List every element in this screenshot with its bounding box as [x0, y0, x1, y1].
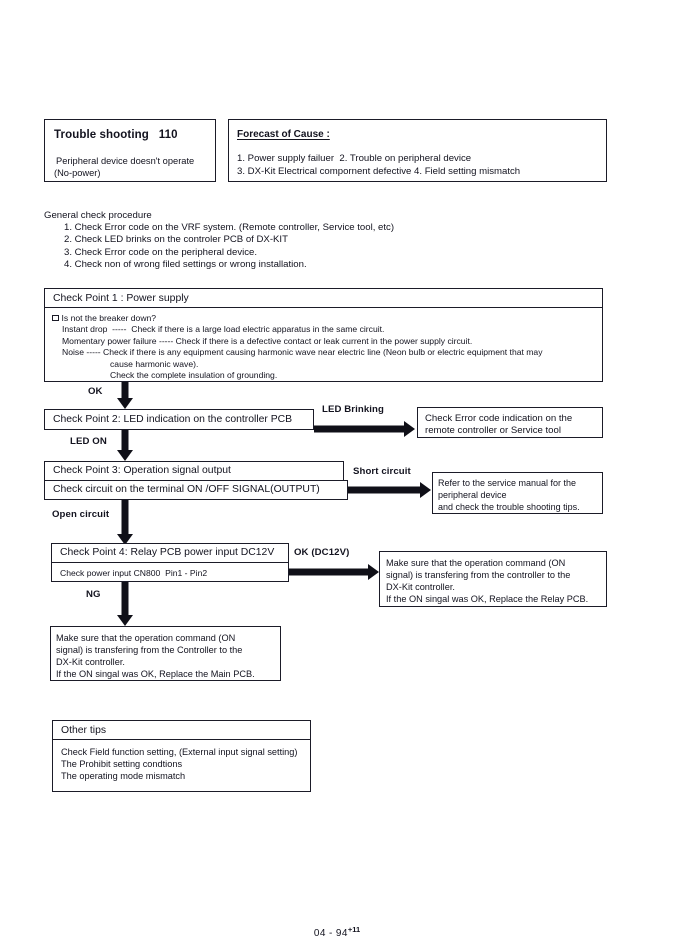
branch-4-line3: DX-Kit controller.: [386, 582, 455, 592]
arrow-label-ng: NG: [86, 589, 101, 600]
ng-result-line1: Make sure that the operation command (ON: [56, 633, 236, 643]
general-check-item-2: 2. Check LED brinks on the controler PCB…: [64, 234, 288, 246]
arrow-led-brinking-right: [314, 419, 415, 439]
other-tips-box: Other tips Check Field function setting,…: [52, 720, 311, 792]
breaker-check-item: Is not the breaker down?: [52, 313, 543, 324]
forecast-cause-line1: 1. Power supply failuer 2. Trouble on pe…: [237, 153, 472, 164]
branch-2-result-box: Check Error code indication on the remot…: [417, 407, 603, 438]
check-point-1-line-2: Momentary power failure ----- Check if t…: [62, 335, 473, 346]
check-point-4-detail-box: Check power input CN800 Pin1 - Pin2: [51, 562, 289, 582]
branch-3-line1: Refer to the service manual for the: [438, 478, 577, 488]
check-point-4-header: Check Point 4: Relay PCB power input DC1…: [60, 547, 275, 558]
branch-3-result-box: Refer to the service manual for the peri…: [432, 472, 603, 514]
check-point-1-line-4: cause harmonic wave).: [110, 358, 199, 369]
branch-4-result-box: Make sure that the operation command (ON…: [379, 551, 607, 607]
branch-4-line2: signal) is transfering from the controll…: [386, 570, 571, 580]
branch-2-line1: Check Error code indication on the: [425, 413, 573, 424]
ng-result-box: Make sure that the operation command (ON…: [50, 626, 281, 681]
branch-2-line2: remote controller or Service tool: [425, 425, 561, 436]
breaker-check-label: Is not the breaker down?: [61, 313, 157, 323]
check-point-2-box: Check Point 2: LED indication on the con…: [44, 409, 314, 430]
branch-4-line4: If the ON singal was OK, Replace the Rel…: [386, 594, 589, 604]
check-point-1-body: Is not the breaker down? Instant drop --…: [52, 313, 543, 381]
check-point-1-header: Check Point 1 : Power supply: [53, 293, 189, 304]
general-check-item-3: 3. Check Error code on the peripheral de…: [64, 246, 258, 258]
arrow-label-ok: OK: [88, 386, 103, 397]
other-tips-line-1: Check Field function setting, (External …: [61, 747, 298, 757]
other-tips-line-3: The operating mode mismatch: [61, 771, 186, 782]
arrow-label-open-circuit: Open circuit: [52, 509, 110, 520]
general-check-item-4: 4. Check non of wrong filed settings or …: [64, 258, 307, 270]
other-tips-header: Other tips: [61, 725, 107, 736]
check-point-1-box: Check Point 1 : Power supply Is not the …: [44, 288, 603, 382]
arrow-open-circuit-down: [115, 500, 135, 545]
ng-result-line4: If the ON singal was OK, Replace the Mai…: [56, 669, 255, 679]
trouble-shooting-title-row: Trouble shooting 110: [54, 129, 178, 141]
arrow-ng-down: [115, 582, 135, 626]
footer-superscript: +11: [347, 925, 361, 934]
page-footer: 04 - 94+11: [0, 925, 674, 939]
trouble-shooting-title: Trouble shooting: [54, 129, 149, 141]
trouble-shooting-code: 110: [158, 129, 178, 141]
check-point-2-header: Check Point 2: LED indication on the con…: [53, 414, 293, 425]
general-check-item-1: 1. Check Error code on the VRF system. (…: [64, 222, 395, 234]
branch-3-line2: peripheral device: [438, 490, 507, 500]
other-tips-header-row: Other tips: [53, 721, 310, 740]
arrow-label-led-brinking: LED Brinking: [322, 404, 384, 415]
forecast-cause-line2: 3. DX-Kit Electrical compornent defectiv…: [237, 166, 521, 177]
check-point-3-box: Check Point 3: Operation signal output: [44, 461, 344, 481]
checkbox-icon[interactable]: [52, 314, 59, 321]
check-point-1-header-row: Check Point 1 : Power supply: [45, 289, 602, 308]
arrow-led-on-down: [115, 430, 135, 461]
arrow-label-ok-dc12v: OK (DC12V): [294, 547, 350, 558]
check-point-1-line-5: Check the complete insulation of groundi…: [110, 370, 278, 381]
check-point-1-line-3: Noise ----- Check if there is any equipm…: [62, 347, 543, 358]
arrow-label-short-circuit: Short circuit: [353, 466, 411, 477]
check-point-4-detail: Check power input CN800 Pin1 - Pin2: [60, 568, 208, 578]
footer-page-number: 04 - 94: [313, 928, 348, 939]
branch-3-line3: and check the trouble shooting tips.: [438, 502, 580, 512]
general-check-procedure: General check procedure 1. Check Error c…: [44, 210, 394, 271]
general-check-title: General check procedure: [44, 210, 152, 221]
check-point-3-detail-box: Check circuit on the terminal ON /OFF SI…: [44, 480, 348, 500]
check-point-3-detail: Check circuit on the terminal ON /OFF SI…: [53, 484, 320, 495]
ng-result-line2: signal) is transfering from the Controll…: [56, 645, 243, 655]
arrow-short-circuit-right: [348, 480, 431, 500]
trouble-shooting-box: Trouble shooting 110 Peripheral device d…: [44, 119, 216, 182]
other-tips-line-2: The Prohibit setting condtions: [61, 759, 183, 770]
arrow-ok-dc12v-right: [289, 562, 379, 582]
branch-4-line1: Make sure that the operation command (ON: [386, 558, 566, 568]
forecast-of-cause-box: Forecast of Cause : 1. Power supply fail…: [228, 119, 607, 182]
check-point-1-line-1: Instant drop ----- Check if there is a l…: [62, 324, 385, 335]
check-point-3-header: Check Point 3: Operation signal output: [53, 465, 231, 476]
arrow-label-led-on: LED ON: [70, 436, 107, 447]
other-tips-body: Check Field function setting, (External …: [61, 746, 297, 783]
forecast-of-cause-title: Forecast of Cause :: [237, 129, 330, 140]
arrow-ok-down: [115, 382, 135, 409]
trouble-shooting-symptom-line2: (No-power): [54, 168, 101, 178]
check-point-4-box: Check Point 4: Relay PCB power input DC1…: [51, 543, 289, 563]
trouble-shooting-symptom-line1: Peripheral device doesn't operate: [56, 156, 195, 166]
ng-result-line3: DX-Kit controller.: [56, 657, 125, 667]
